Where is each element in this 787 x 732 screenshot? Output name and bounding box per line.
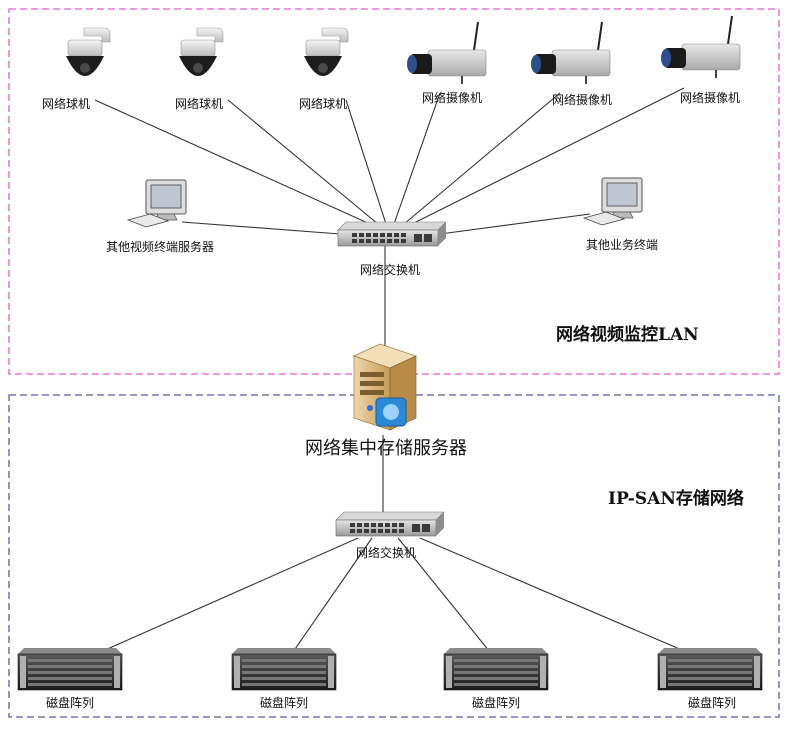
lan-switch-label: 网络交换机 [359,263,421,277]
box-camera-3-label: 网络摄像机 [679,91,741,105]
disk-array-4-icon [657,648,763,691]
business-terminal-label: 其他业务终端 [585,238,659,252]
dome-camera-1-icon [66,27,111,76]
disk-array-3-icon [443,648,549,691]
san-switch-label: 网络交换机 [355,546,417,560]
video-terminal-server-icon [126,179,187,228]
disk-array-1-label: 磁盘阵列 [45,696,95,710]
lan-switch-icon [337,221,447,247]
dome-camera-1-label: 网络球机 [41,97,91,111]
dome-camera-3-label: 网络球机 [298,97,348,111]
video-terminal-server-label: 其他视频终端服务器 [105,240,215,254]
lan-zone-title: 网络视频监控LAN [556,325,699,345]
box-camera-3-icon [661,15,741,78]
san-switch-icon [335,511,445,537]
disk-array-2-icon [231,648,337,691]
lan-links [94,87,685,354]
business-terminal-icon [582,177,643,226]
disk-array-2-label: 磁盘阵列 [259,696,309,710]
storage-server-icon [353,343,417,431]
box-camera-2-label: 网络摄像机 [551,93,613,107]
disk-array-1-icon [17,648,123,691]
box-camera-1-label: 网络摄像机 [421,91,483,105]
disk-array-4-label: 磁盘阵列 [687,696,737,710]
box-camera-1-icon [407,21,487,84]
disk-array-3-label: 磁盘阵列 [471,696,521,710]
dome-camera-3-icon [304,27,349,76]
box-camera-2-icon [531,21,611,84]
san-zone-title: IP-SAN存储网络 [608,489,744,509]
dome-camera-2-icon [179,27,224,76]
dome-camera-2-label: 网络球机 [174,97,224,111]
storage-server-label: 网络集中存储服务器 [305,438,467,459]
san-links [77,435,711,663]
